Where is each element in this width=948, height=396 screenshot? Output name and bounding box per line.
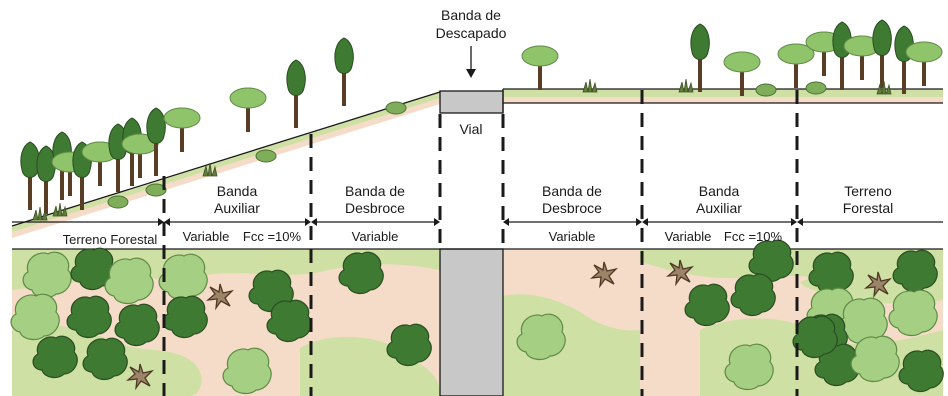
right-desbroce-title-2: Desbroce [542,200,602,216]
right-forest-title-2: Forestal [843,200,894,216]
right-aux-title-1: Banda [699,183,740,199]
zone-labels: Terreno Forestal Banda Auxiliar Variable… [63,183,894,247]
arrow-left-desbroce-head-l [311,218,317,226]
left-desbroce-variable: Variable [352,229,399,244]
left-forest-label: Terreno Forestal [63,232,158,247]
right-forest-title-1: Terreno [844,183,892,199]
right-ground-soil [503,97,943,103]
dimension-arrows [12,218,943,226]
road-cross-section [439,90,504,114]
left-desbroce-title-2: Desbroce [345,200,405,216]
descapado-arrow-head [466,69,476,78]
left-aux-title-2: Auxiliar [214,200,260,216]
cross-section [11,19,943,238]
arrow-left-aux-head-l [164,218,170,226]
grass-patch-left-3 [300,336,440,396]
plan-view [10,239,944,396]
right-aux-variable: Variable [665,229,712,244]
right-desbroce-variable: Variable [549,229,596,244]
arrow-left-forest-head [158,218,164,226]
arrow-right-aux-head-l [642,218,648,226]
right-desbroce-title-1: Banda de [542,183,602,199]
descapado-title-line2: Descapado [436,25,507,41]
zone-boundaries [162,90,799,396]
arrow-left-aux-head-r [305,218,311,226]
arrow-right-forest-head [797,218,803,226]
grass-patch-left-1 [12,249,440,290]
road-label: Vial [459,121,482,137]
right-aux-title-2: Auxiliar [696,200,742,216]
descapado-title: Banda de Descapado [436,7,507,78]
left-desbroce-title-1: Banda de [345,183,405,199]
right-ground-grass [503,89,943,97]
road-plan [439,248,504,396]
arrow-right-desbroce-head-r [636,218,642,226]
arrow-left-desbroce-head-r [434,218,440,226]
right-aux-fcc: Fcc =10% [724,229,783,244]
left-aux-variable: Variable [183,229,230,244]
left-aux-fcc: Fcc =10% [243,229,302,244]
descapado-title-line1: Banda de [441,7,501,23]
arrow-right-desbroce-head-l [503,218,509,226]
right-forest-vegetation [521,19,943,97]
arrow-right-aux-head-r [791,218,797,226]
left-aux-title-1: Banda [217,183,258,199]
